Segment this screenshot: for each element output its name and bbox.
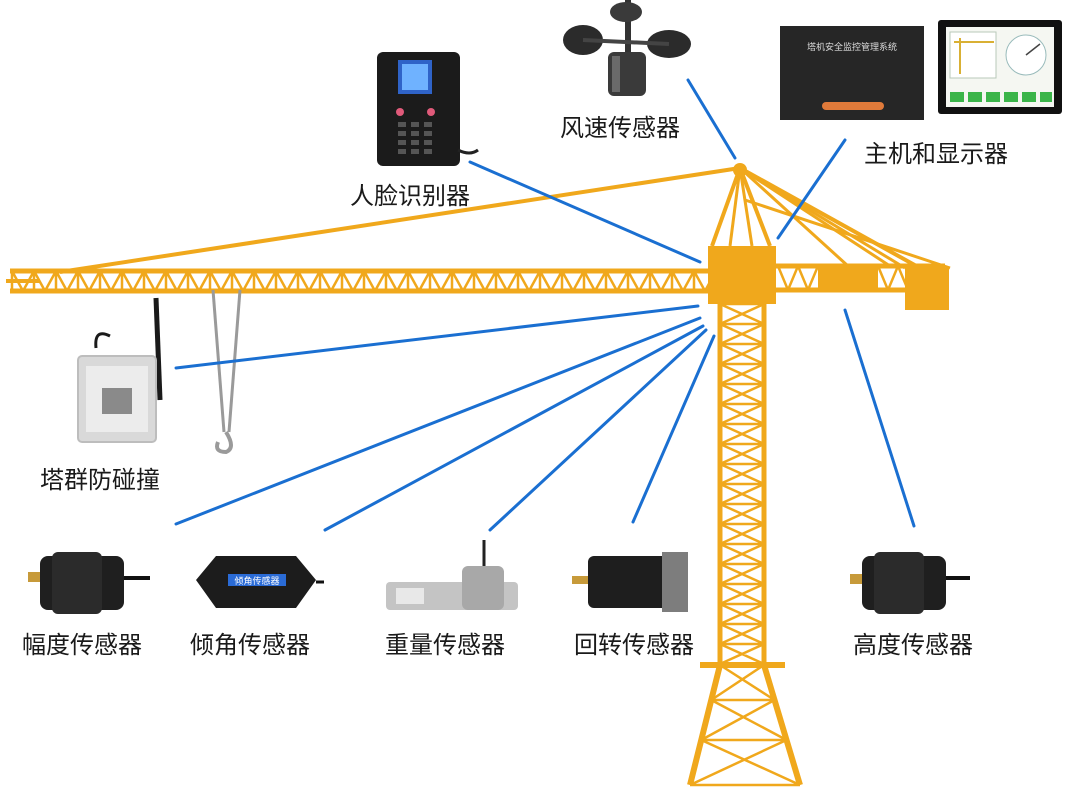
label-weight-sensor: 重量传感器 [385,631,505,659]
anemometer-image [563,0,691,96]
label-slewing-sensor: 回转传感器 [574,631,694,659]
weight-sensor-image [386,540,518,610]
line-amplitude-sensor [174,316,702,526]
counterweight-b [905,268,949,310]
label-tilt-sensor: 倾角传感器 [190,631,310,659]
crane-apex-ties [59,166,951,274]
crane-jib [6,268,718,294]
line-face-recognizer [468,160,702,264]
label-amplitude-sensor: 幅度传感器 [22,631,142,659]
tower-crane [6,166,951,787]
label-wind-speed-sensor: 风速传感器 [560,114,680,142]
operator-cab [708,246,776,304]
label-height-sensor: 高度传感器 [853,631,973,659]
host-screen-title: 塔机安全监控管理系统 [807,41,897,53]
line-anti-collision [174,304,700,370]
anti-collision-box-image [77,297,163,443]
line-host-display [776,138,847,240]
label-anti-collision: 塔群防碰撞 [40,466,160,494]
display-monitor-image [938,20,1062,114]
line-height-sensor [843,308,916,528]
tilt-sensor-label: 倾角传感器 [234,575,279,587]
host-screen-image: 塔机安全监控管理系统 [780,26,924,120]
label-host-and-display: 主机和显示器 [864,140,1008,168]
counterweight-a [818,266,878,292]
amplitude-sensor-image [28,552,150,614]
face-recognizer-image [377,52,479,166]
height-sensor-image [850,552,970,614]
line-slewing-sensor [631,334,716,524]
crane-mast [687,300,803,787]
line-tilt-sensor [323,324,705,532]
hook-rope [211,289,242,454]
line-weight-sensor [488,328,708,532]
connector-lines [174,78,916,532]
crane-solid-blocks [708,163,949,310]
slewing-sensor-image [572,552,688,612]
label-face-recognizer: 人脸识别器 [350,182,470,210]
tilt-sensor-image: 倾角传感器 [196,556,324,608]
line-wind-sensor [686,78,737,160]
